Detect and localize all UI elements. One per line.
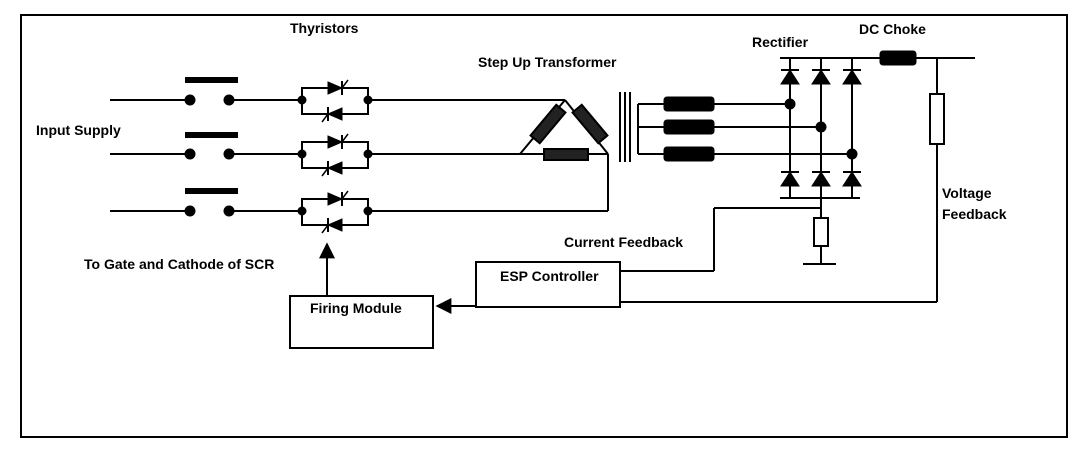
thyristor-symbols — [321, 79, 349, 234]
dc-choke-label: DC Choke — [859, 21, 926, 37]
input-supply-label: Input Supply — [36, 122, 121, 138]
thyristor-pairs — [301, 87, 369, 226]
primary-windings — [529, 103, 609, 161]
dc-choke — [879, 50, 917, 66]
firing-module-box — [289, 295, 434, 349]
junction-dots — [784, 98, 858, 160]
voltage-divider-resistor — [929, 93, 945, 145]
secondary-windings — [637, 103, 852, 155]
voltage-feedback-label-1: Voltage — [942, 185, 992, 201]
current-feedback-label: Current Feedback — [564, 234, 683, 250]
transformer-core — [619, 92, 631, 162]
current-feedback-path — [620, 198, 836, 272]
esp-controller-label: ESP Controller — [500, 268, 599, 284]
gate-cathode-label: To Gate and Cathode of SCR — [84, 256, 274, 272]
voltage-feedback-label-2: Feedback — [942, 206, 1007, 222]
firing-module-label: Firing Module — [310, 300, 402, 316]
switch-contacts — [184, 94, 235, 217]
rectifier-label: Rectifier — [752, 34, 809, 50]
dc-output — [620, 57, 975, 303]
shunt-resistor — [813, 217, 829, 247]
diagram-border — [20, 14, 1068, 438]
transformer-label: Step Up Transformer — [478, 54, 617, 70]
secondary-coils — [663, 96, 715, 162]
thyristor-terminals — [297, 95, 373, 216]
thyristors-label: Thyristors — [290, 20, 359, 36]
rectifier-diodes — [780, 69, 862, 187]
esp-controller-box — [475, 261, 621, 308]
input-switches — [110, 77, 298, 212]
